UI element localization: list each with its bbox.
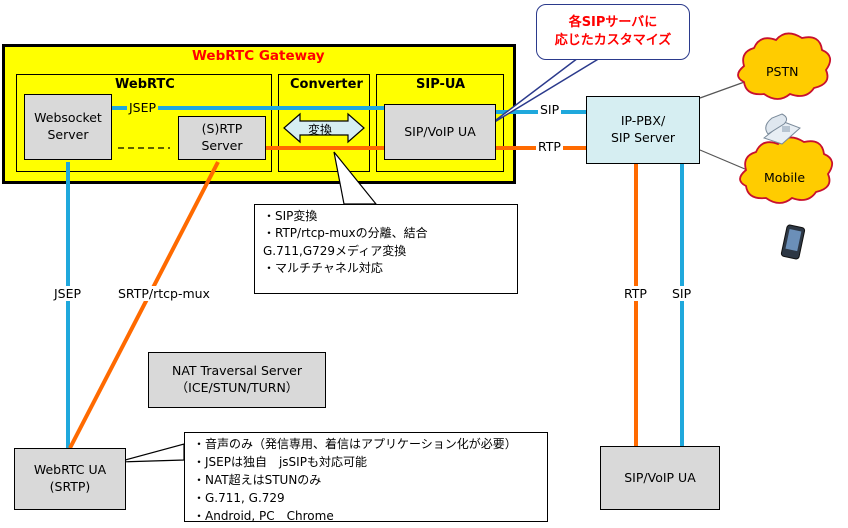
pbx-pstn-line xyxy=(699,79,751,99)
mobile-cloud xyxy=(739,136,834,204)
converter-arrow-label: 変換 xyxy=(308,123,333,137)
converter-note-line: G.711,G729メディア変換 xyxy=(263,243,407,258)
converter-note-line: ・SIP変換 xyxy=(263,209,318,223)
webrtc-ua-line2: (SRTP) xyxy=(49,479,91,494)
rtp-gw-label: RTP xyxy=(536,139,563,154)
custom-callout-line1: 各SIPサーバに xyxy=(568,15,658,31)
webrtc-ua-box: WebRTC UA (SRTP) xyxy=(14,448,126,510)
converter-note-line: ・RTP/rtcp-muxの分離、結合 xyxy=(263,226,428,241)
desk-phone-icon xyxy=(762,113,801,145)
rtp-server-box: (S)RTP Server xyxy=(178,116,266,160)
srtp-label: SRTP/rtcp-mux xyxy=(116,286,212,301)
sip-gw-label: SIP xyxy=(538,102,562,117)
webrtc-gateway-title: WebRTC Gateway xyxy=(192,48,325,64)
mobile-phone-icon xyxy=(780,224,806,260)
rtp-pbx-label: RTP xyxy=(622,286,649,301)
custom-callout-line2: 応じたカスタマイズ xyxy=(554,33,672,48)
webrtc-ua-line1: WebRTC UA xyxy=(33,462,107,478)
sip-voip-ua-box: SIP/VoIP UA xyxy=(600,446,720,510)
websocket-server-line2: Server xyxy=(47,127,89,142)
ip-pbx-line1: IP-PBX/ xyxy=(620,113,666,129)
webrtc-ua-note: ・音声のみ（発信専用、着信はアプリケーション化が必要） ・JSEPは独自 jsS… xyxy=(184,432,548,523)
converter-note-pointer xyxy=(333,151,378,205)
nat-traversal-server-box: NAT Traversal Server （ICE/STUN/TURN） xyxy=(148,352,326,408)
sip-voip-ua-gateway-label: SIP/VoIP UA xyxy=(404,123,476,139)
converter-panel-title: Converter xyxy=(290,77,363,92)
ua-note-line: ・G.711, G.729 xyxy=(193,491,285,505)
converter-note: ・SIP変換 ・RTP/rtcp-muxの分離、結合 G.711,G729メディ… xyxy=(254,204,518,294)
pbx-mobile-line xyxy=(699,149,753,173)
ip-pbx-box: IP-PBX/ SIP Server xyxy=(586,96,700,164)
ua-note-line: ・JSEPは独自 jsSIPも対応可能 xyxy=(193,455,367,469)
ua-note-line: ・NAT超えはSTUNのみ xyxy=(193,473,322,487)
nat-server-line1: NAT Traversal Server xyxy=(172,363,302,379)
jsep-internal-label: JSEP xyxy=(127,100,159,115)
converter-arrow xyxy=(283,112,365,144)
jsep-vertical-label: JSEP xyxy=(52,286,84,301)
rtp-server-line1: (S)RTP xyxy=(201,121,243,137)
srtp-diagonal-line xyxy=(68,161,220,449)
sip-pbx-label: SIP xyxy=(670,286,694,301)
sip-voip-ua-label: SIP/VoIP UA xyxy=(624,469,696,485)
pstn-label: PSTN xyxy=(766,64,799,79)
rtp-server-line2: Server xyxy=(201,138,243,153)
webrtc-panel-title: WebRTC xyxy=(115,77,175,92)
sip-voip-ua-gateway-box: SIP/VoIP UA xyxy=(384,104,496,160)
converter-note-line: ・マルチチャネル対応 xyxy=(263,261,383,276)
websocket-server-box: Websocket Server xyxy=(24,94,112,160)
sipua-panel-title: SIP-UA xyxy=(416,77,466,92)
nat-server-line2: （ICE/STUN/TURN） xyxy=(175,380,299,395)
ip-pbx-line2: SIP Server xyxy=(610,130,676,145)
mobile-label: Mobile xyxy=(764,170,806,185)
ua-note-line: ・Android, PC Chrome xyxy=(193,509,334,523)
pstn-cloud xyxy=(737,32,832,100)
ua-note-pointer xyxy=(117,443,185,463)
websocket-server-line1: Websocket xyxy=(34,110,102,126)
ua-note-line: ・音声のみ（発信専用、着信はアプリケーション化が必要） xyxy=(193,437,517,451)
custom-callout: 各SIPサーバに 応じたカスタマイズ xyxy=(536,4,690,60)
